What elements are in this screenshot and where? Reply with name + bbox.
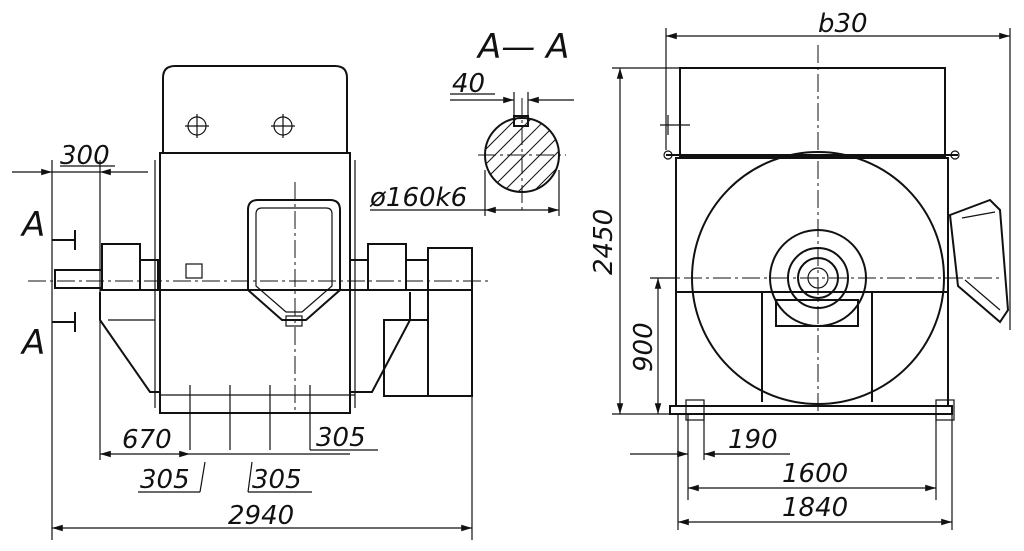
dim-305-center: 305 [252, 465, 302, 495]
dim-190: 190 [728, 425, 778, 455]
section-marker-bottom: A [20, 323, 45, 363]
front-view [28, 65, 488, 450]
dim-40: 40 [452, 69, 485, 99]
front-dimensions [12, 160, 473, 540]
dim-1600: 1600 [782, 459, 848, 489]
side-view [655, 45, 1010, 421]
dim-630: b30 [818, 9, 868, 39]
section-marker-top: A [20, 205, 45, 245]
dim-2450: 2450 [589, 209, 619, 275]
dim-shaft-diameter: ø160k6 [369, 183, 467, 213]
section-title: A— A [476, 27, 569, 67]
dim-1840: 1840 [782, 493, 848, 523]
dim-670: 670 [122, 425, 172, 455]
side-dimensions [612, 28, 1011, 530]
dim-2940: 2940 [228, 501, 294, 531]
dim-305-right: 305 [316, 423, 366, 453]
dim-300: 300 [60, 141, 110, 171]
dim-305-left: 305 [140, 465, 190, 495]
dim-900: 900 [629, 322, 659, 372]
